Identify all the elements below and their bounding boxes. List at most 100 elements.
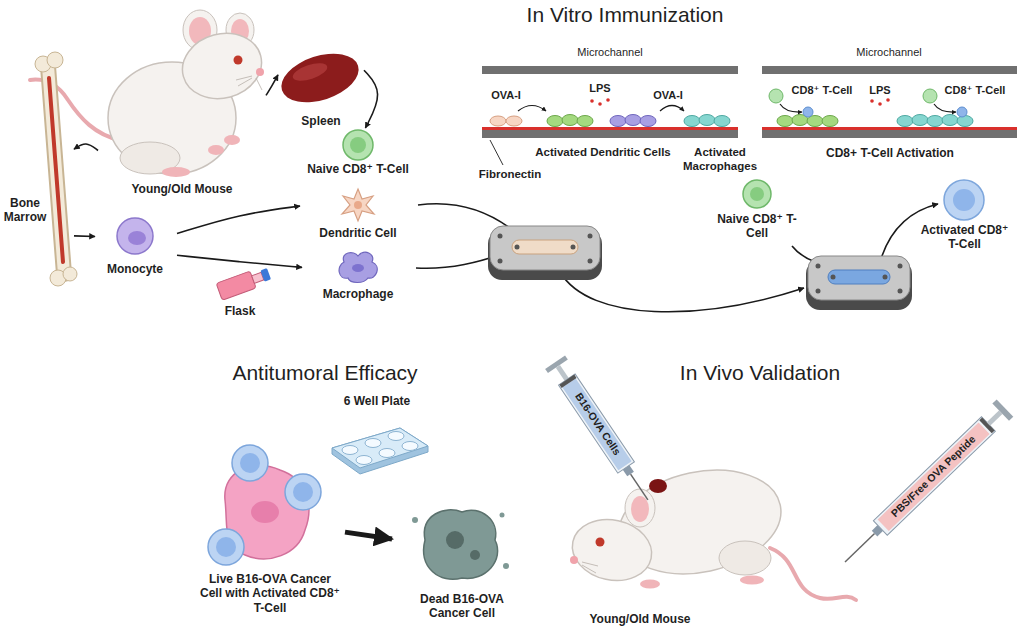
cell-label: Activated Macrophages <box>680 146 760 174</box>
cell-cluster <box>490 89 973 127</box>
syringe: PBS/Free OVA Peptide <box>836 399 1014 572</box>
microchannel-wall <box>482 66 1017 138</box>
lps-label: LPS <box>865 84 895 97</box>
cell-label: CD8⁺ T-Cell <box>788 84 856 97</box>
syringe <box>992 399 1013 420</box>
bone-figure <box>35 52 77 286</box>
mouse-figure <box>570 556 578 564</box>
cell-cluster <box>714 116 730 127</box>
dead-cell <box>500 513 505 518</box>
cancer-cell <box>293 482 313 502</box>
mouse-figure <box>256 68 264 76</box>
node-label: Spleen <box>281 114 361 128</box>
well-plate: 6 Well Plate <box>322 392 434 477</box>
node-label: Monocyte <box>95 262 175 276</box>
mouse-figure <box>770 548 856 600</box>
cell-cluster <box>777 116 793 127</box>
lps-label: LPS <box>585 82 615 95</box>
chip-device <box>498 259 503 264</box>
mouse-figure <box>582 562 598 573</box>
spleen-organ <box>275 45 365 112</box>
t-cell-figure: Naive CD8⁺ T-Cell <box>712 178 802 250</box>
cell-cluster <box>699 115 715 126</box>
connector-arrow <box>74 235 95 237</box>
node-label: PBS/Free OVA Peptide <box>878 423 988 529</box>
connector-arrow <box>177 255 302 267</box>
node-label: Young/Old Mouse <box>118 182 246 196</box>
syringe: B16-OVA Cells <box>544 355 658 507</box>
cell-label: CD8⁺ T-Cell <box>941 84 1009 97</box>
lps-dots <box>590 99 594 103</box>
dead-cell <box>424 510 498 579</box>
macrophage-cell <box>339 252 377 282</box>
node-label: Microchannel <box>829 46 949 59</box>
t-cell-figure: Activated CD8⁺ T-Cell <box>912 175 1017 260</box>
node-label: Young/Old Mouse <box>570 612 710 626</box>
syringe <box>562 378 631 470</box>
well-plate <box>332 428 428 474</box>
cell-cluster <box>803 107 813 117</box>
mouse-figure <box>640 580 660 589</box>
spleen-organ: Spleen <box>278 38 364 130</box>
syringe <box>623 465 634 476</box>
bone-figure <box>47 52 63 68</box>
node-label: Dendritic Cell <box>300 226 416 240</box>
small-arrow <box>518 104 956 112</box>
macrophage-cell <box>352 264 364 272</box>
cell-cluster <box>923 89 937 103</box>
dead-cell: Dead B16-OVA Cancer Cell <box>392 500 532 630</box>
well-plate <box>342 446 358 455</box>
t-cell-figure <box>953 189 975 211</box>
bone-figure <box>49 78 63 262</box>
mouse-figure: Young/Old Mouse <box>560 430 800 630</box>
node-label: Naive CD8⁺ T-Cell <box>715 212 799 241</box>
flask-figure: Flask <box>205 270 277 320</box>
small-arrow <box>780 104 802 112</box>
well-plate <box>379 449 395 458</box>
dead-cell <box>412 510 509 579</box>
dead-cell <box>446 531 464 549</box>
connector-arrow <box>364 70 378 128</box>
lps-dots <box>598 102 602 106</box>
mouse-figure <box>234 56 243 65</box>
syringe <box>845 534 875 562</box>
cell-cluster <box>577 116 593 127</box>
syringe <box>545 355 658 506</box>
t-cell-figure <box>350 137 366 153</box>
dead-cell <box>412 517 418 523</box>
chip-device <box>515 245 520 250</box>
chip-device <box>828 270 890 284</box>
mouse-figure <box>208 145 224 155</box>
section-heading: In Vivo Validation <box>640 360 880 385</box>
lps-dots <box>606 98 610 102</box>
connector-arrow <box>416 204 938 312</box>
monocyte-cell <box>128 231 146 245</box>
small-arrow <box>518 106 546 112</box>
cell-cluster <box>912 115 928 126</box>
syringe <box>878 422 990 531</box>
connector-arrow <box>345 532 392 539</box>
cell-cluster <box>927 116 943 127</box>
node-label: Microchannel <box>550 46 670 59</box>
cancer-cell <box>232 445 268 481</box>
dendritic-cell: Dendritic Cell <box>300 188 418 248</box>
section-heading: Antitumoral Efficacy <box>205 360 445 385</box>
mouse-figure: Young/Old Mouse <box>98 8 266 198</box>
chip-device <box>498 234 503 239</box>
syringe <box>545 355 568 373</box>
small-arrow <box>660 106 684 112</box>
cell-cluster <box>957 116 973 127</box>
chip-device <box>898 264 903 269</box>
node-label: Naive CD8⁺ T-Cell <box>295 162 421 176</box>
t-cell-figure <box>343 130 373 160</box>
cell-cluster <box>490 116 506 126</box>
syringe <box>631 474 648 500</box>
dendritic-cell <box>354 201 362 209</box>
spleen-organ <box>291 60 330 84</box>
spleen-organ <box>275 45 365 112</box>
chip-device <box>816 264 821 269</box>
well-plate <box>388 432 404 441</box>
cell-cluster <box>610 116 626 127</box>
syringe <box>837 399 1014 570</box>
chip-device <box>816 289 821 294</box>
